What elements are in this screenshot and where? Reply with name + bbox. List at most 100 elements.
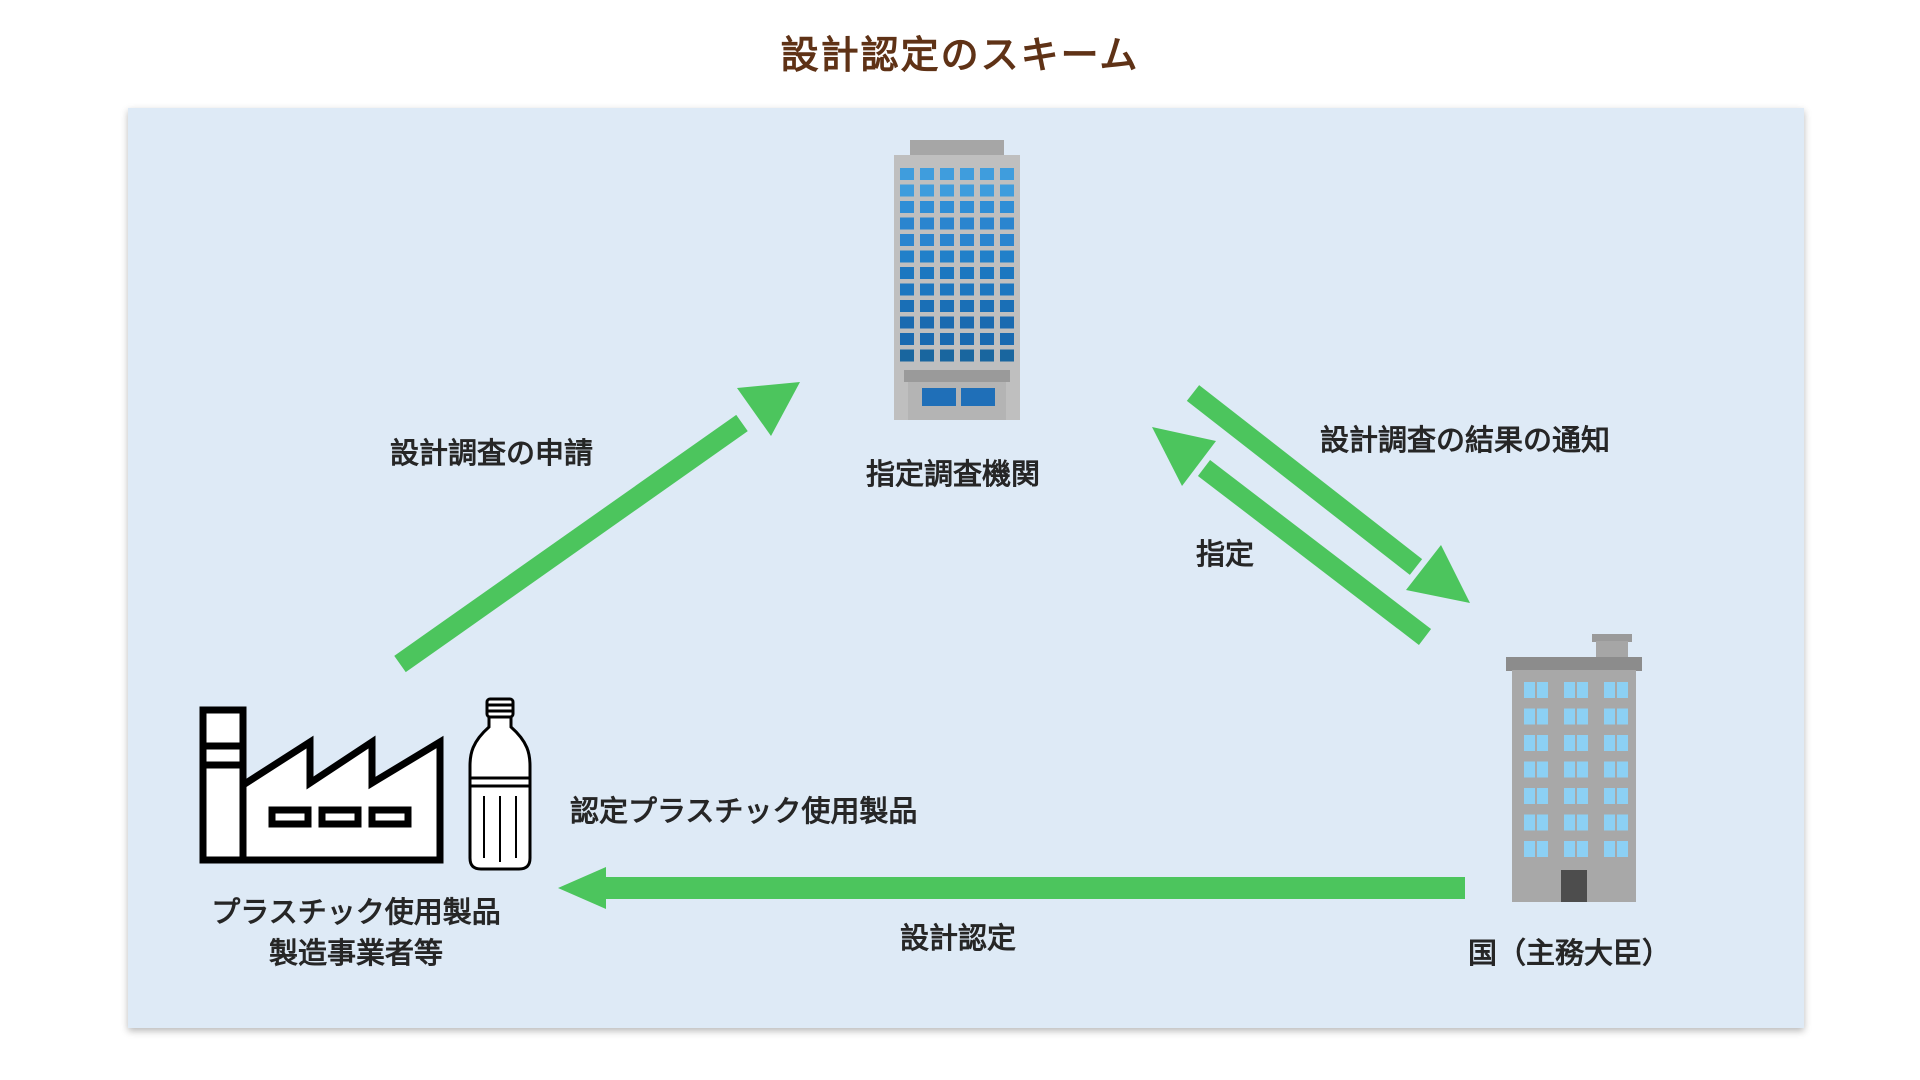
- tower-window: [960, 267, 974, 279]
- tower-window: [940, 349, 954, 362]
- tower-window: [920, 234, 934, 246]
- edge-label-designation: 指定: [1196, 537, 1255, 571]
- office-tower-icon: [894, 140, 1020, 420]
- tower-window: [920, 168, 934, 180]
- tower-window: [980, 250, 994, 263]
- building-window: [1524, 708, 1535, 725]
- tower-window: [940, 234, 954, 246]
- tower-window: [900, 316, 914, 329]
- tower-window: [900, 349, 914, 362]
- arrow-designation: [1152, 427, 1432, 645]
- building-window: [1537, 841, 1548, 857]
- page-title: 設計認定のスキーム: [780, 33, 1140, 77]
- tower-window: [940, 217, 954, 230]
- edge-label-certification: 設計認定: [900, 921, 1017, 955]
- building-window: [1577, 841, 1588, 857]
- tower-window: [900, 283, 914, 296]
- tower-window: [1000, 250, 1014, 263]
- node-label-manufacturer: プラスチック使用製品 製造事業者等: [185, 892, 527, 973]
- tower-window: [900, 333, 914, 345]
- tower-window: [920, 250, 934, 263]
- tower-window: [900, 250, 914, 263]
- building-window: [1564, 788, 1575, 804]
- tower-window: [960, 201, 974, 213]
- tower-window: [900, 300, 914, 312]
- building-window: [1604, 814, 1615, 831]
- tower-window: [940, 201, 954, 213]
- tower-window: [980, 300, 994, 312]
- building-window: [1564, 682, 1575, 698]
- tower-window: [940, 250, 954, 263]
- tower-window: [900, 168, 914, 180]
- tower-window: [920, 184, 934, 197]
- tower-window: [980, 201, 994, 213]
- tower-window: [1000, 283, 1014, 296]
- edge-label-application: 設計調査の申請: [390, 436, 594, 470]
- building-window: [1524, 841, 1535, 857]
- tower-window: [960, 217, 974, 230]
- building-window: [1617, 761, 1628, 778]
- building-window: [1524, 682, 1535, 698]
- building-window: [1577, 788, 1588, 804]
- tower-window: [960, 316, 974, 329]
- tower-window: [960, 333, 974, 345]
- building-window: [1577, 761, 1588, 778]
- building-window: [1577, 708, 1588, 725]
- building-window: [1617, 682, 1628, 698]
- tower-window: [980, 283, 994, 296]
- building-window: [1524, 735, 1535, 751]
- tower-window: [1000, 168, 1014, 180]
- tower-window: [940, 184, 954, 197]
- node-label-government: 国（主務大臣）: [1468, 936, 1672, 970]
- product-label: 認定プラスチック使用製品: [570, 794, 918, 828]
- factory-icon: [199, 706, 444, 864]
- tower-window: [920, 201, 934, 213]
- building-window: [1537, 814, 1548, 831]
- tower-window: [980, 333, 994, 345]
- tower-window: [1000, 217, 1014, 230]
- tower-window: [920, 267, 934, 279]
- tower-window: [960, 300, 974, 312]
- tower-window: [1000, 300, 1014, 312]
- tower-window: [900, 267, 914, 279]
- tower-window: [940, 316, 954, 329]
- tower-window: [960, 234, 974, 246]
- tower-window: [940, 267, 954, 279]
- building-window: [1617, 814, 1628, 831]
- tower-window: [960, 283, 974, 296]
- tower-window: [1000, 349, 1014, 362]
- node-label-manufacturer-line2: 製造事業者等: [268, 935, 443, 970]
- tower-window: [940, 168, 954, 180]
- tower-window: [920, 217, 934, 230]
- building-window: [1604, 841, 1615, 857]
- arrow-application: [394, 382, 800, 673]
- building-window: [1524, 814, 1535, 831]
- plastic-bottle-icon: [468, 697, 532, 871]
- arrow-result-notice: [1186, 385, 1470, 603]
- building-window: [1604, 708, 1615, 725]
- tower-window: [920, 300, 934, 312]
- building-window: [1524, 761, 1535, 778]
- building-window: [1604, 682, 1615, 698]
- tower-window: [980, 267, 994, 279]
- building-window: [1537, 788, 1548, 804]
- building-window: [1537, 708, 1548, 725]
- tower-window: [920, 349, 934, 362]
- tower-window: [940, 283, 954, 296]
- building-window: [1577, 735, 1588, 751]
- arrow-certification: [558, 867, 1465, 909]
- tower-window: [920, 316, 934, 329]
- node-label-designated-agency: 指定調査機関: [866, 457, 1041, 491]
- tower-window: [980, 168, 994, 180]
- building-window: [1604, 761, 1615, 778]
- tower-window: [900, 201, 914, 213]
- building-window: [1577, 682, 1588, 698]
- building-window: [1604, 788, 1615, 804]
- building-window: [1564, 708, 1575, 725]
- building-window: [1604, 735, 1615, 751]
- building-window: [1537, 682, 1548, 698]
- tower-window: [900, 217, 914, 230]
- tower-window: [1000, 267, 1014, 279]
- building-window: [1524, 788, 1535, 804]
